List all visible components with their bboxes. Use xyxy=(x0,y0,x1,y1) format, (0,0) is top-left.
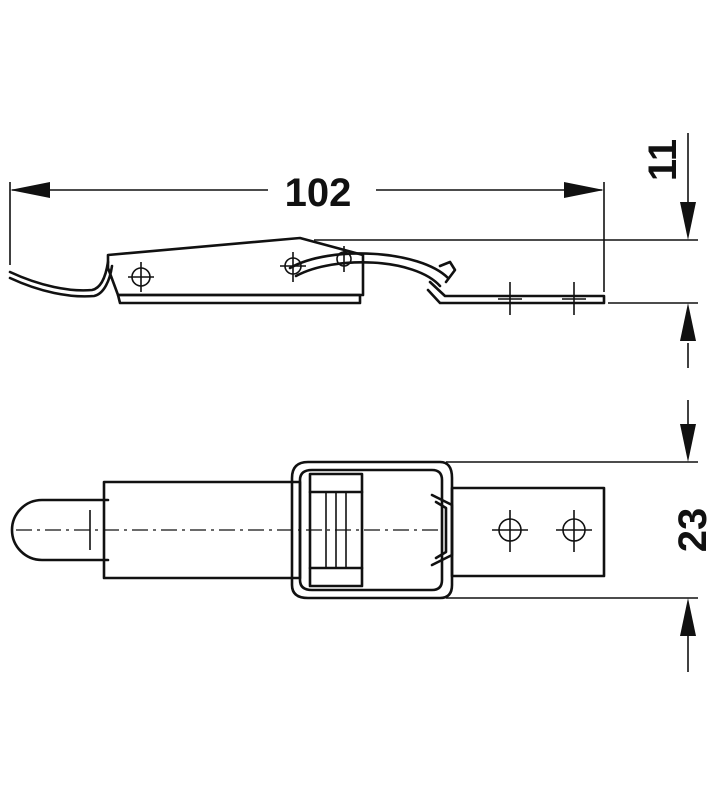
dimension-width-label: 23 xyxy=(671,508,710,553)
dimension-length-label: 102 xyxy=(285,171,352,215)
dimension-length: 102 xyxy=(9,171,605,292)
dimension-height-label: 11 xyxy=(641,139,685,181)
dimension-width: 23 xyxy=(446,400,710,672)
side-view xyxy=(8,236,606,315)
dimension-height: 11 xyxy=(314,133,698,368)
top-view xyxy=(10,460,606,600)
